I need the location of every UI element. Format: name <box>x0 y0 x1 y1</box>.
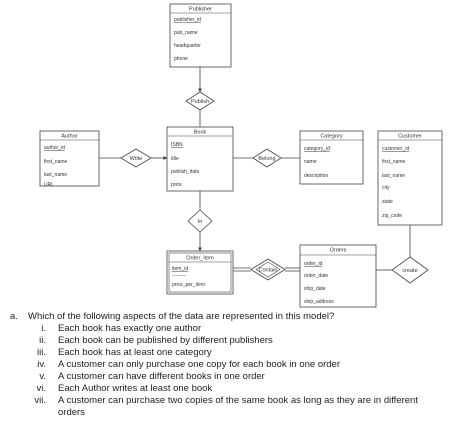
option-text: A customer can only purchase one copy fo… <box>58 359 341 370</box>
orders-attr-2: order_date <box>304 273 328 279</box>
in-label: In <box>198 219 203 225</box>
customer-attr-4: city <box>382 185 390 191</box>
customer-attr-2: first_name <box>382 159 406 165</box>
relationship-create: create <box>391 256 429 284</box>
question-text: Which of the following aspects of the da… <box>28 311 335 322</box>
category-title: Category <box>320 134 343 140</box>
option-number: ii. <box>39 335 46 346</box>
relationship-in: In <box>187 209 213 233</box>
customer-attr-1: customer_id <box>382 146 409 152</box>
publisher-attr-1: publisher_id <box>174 17 201 23</box>
orders-attr-1: order_id <box>304 261 323 267</box>
author-attr-2: first_name <box>44 159 68 165</box>
customer-attr-3: last_name <box>382 173 405 179</box>
question-label: a. <box>10 311 18 322</box>
book-attr-4: price <box>171 182 182 188</box>
option-text: A customer can have different books in o… <box>58 371 265 382</box>
orders-attr-3: ship_date <box>304 286 326 292</box>
option-text: A customer can purchase two copies of th… <box>58 395 418 406</box>
connection-lines <box>99 67 411 272</box>
customer-attr-5: state <box>382 199 393 205</box>
relationship-publish: Publish <box>185 91 215 111</box>
customer-title: Customer <box>398 134 422 140</box>
option-number: vi. <box>36 383 47 394</box>
er-diagram: Publisher publisher_id pub_name headquar… <box>39 3 443 308</box>
author-attr-3: last_name <box>44 172 67 178</box>
entity-customer: Customer customer_id first_name last_nam… <box>377 130 443 226</box>
author-title: Author <box>61 134 77 140</box>
relationship-contain: Contain <box>250 258 286 281</box>
option-number: iv. <box>37 359 46 370</box>
category-attr-2: name <box>304 159 317 165</box>
belong-label: Belong <box>258 156 275 162</box>
option-text: Each Author writes at least one book <box>58 383 213 394</box>
order-item-title: Order_item <box>186 256 214 262</box>
book-attr-1: ISBN <box>171 142 183 148</box>
publisher-attr-4: phone <box>174 56 188 62</box>
publisher-title: Publisher <box>189 7 212 13</box>
category-attr-3: description <box>304 173 328 179</box>
customer-attr-6: zip_code <box>382 213 402 219</box>
book-attr-3: publish_date <box>171 169 200 175</box>
publish-label: Publish <box>191 99 209 105</box>
book-title: Book <box>194 130 207 136</box>
option-text: Each book can be published by different … <box>58 335 273 346</box>
book-attr-2: title <box>171 156 179 162</box>
order-item-attr-3: price_per_item <box>172 282 205 288</box>
option-number: iii. <box>37 347 46 358</box>
publisher-attr-2: pub_name <box>174 30 198 36</box>
order-item-attr-2: -------- <box>172 273 186 279</box>
entity-orders: Orders order_id order_date ship_date shi… <box>299 244 377 308</box>
create-label: create <box>402 268 417 274</box>
option-number: i. <box>41 323 46 334</box>
category-attr-1: category_id <box>304 146 330 152</box>
option-text: Each book has at least one category <box>58 347 212 358</box>
entity-category: Category category_id name description <box>299 130 364 185</box>
relationship-belong: Belong <box>252 148 282 168</box>
entity-author: Author author_id first_name last_name UR… <box>39 130 100 188</box>
option-number: v. <box>39 371 46 382</box>
option-text: Each book has exactly one author <box>58 323 202 334</box>
author-attr-1: author_id <box>44 145 65 151</box>
publisher-attr-3: headquarter <box>174 43 201 49</box>
contain-label: Contain <box>259 268 278 274</box>
question-heading: a. Which of the following aspects of the … <box>10 311 334 323</box>
option-number: vii. <box>34 395 46 406</box>
order-item-attr-1: item_id <box>172 266 188 272</box>
entity-publisher: Publisher publisher_id pub_name headquar… <box>169 3 232 68</box>
orders-title: Orders <box>330 248 347 254</box>
entity-order-item: Order_item item_id -------- price_per_it… <box>166 250 234 295</box>
write-label: Write <box>130 156 143 162</box>
entity-book: Book ISBN title publish_date price <box>166 126 234 192</box>
author-attr-4: URL <box>44 182 54 188</box>
option-text: orders <box>58 407 85 418</box>
relationship-write: Write <box>120 148 152 168</box>
orders-attr-4: ship_address <box>304 299 334 305</box>
